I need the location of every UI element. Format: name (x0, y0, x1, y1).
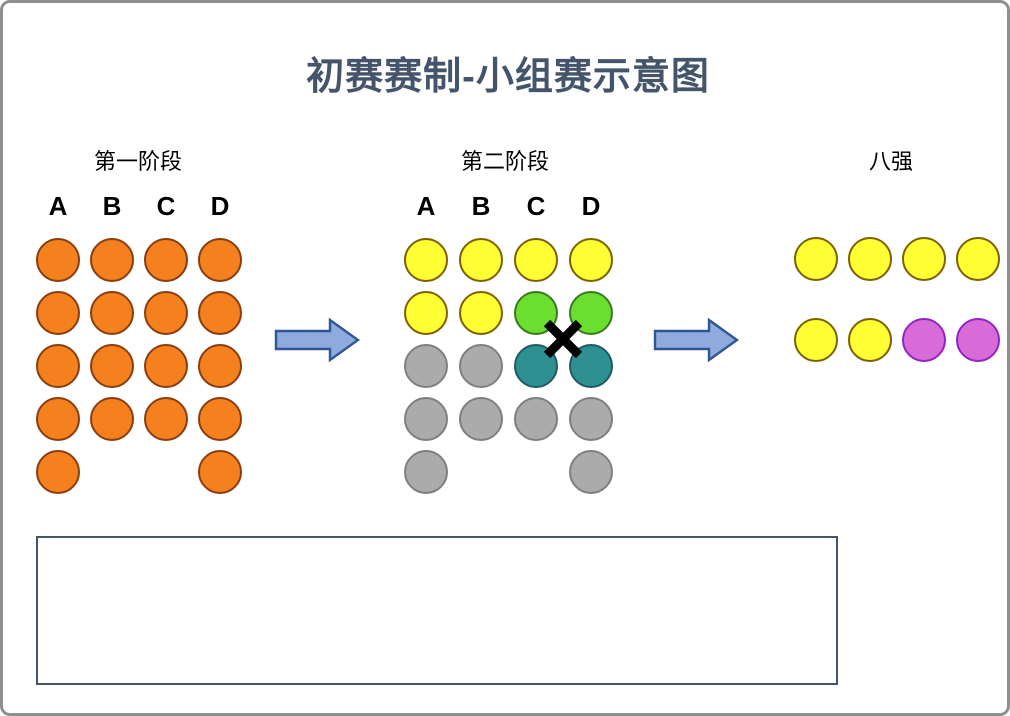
player-circle-gray (404, 344, 448, 388)
player-circle-orange (36, 450, 80, 494)
column-header: B (471, 191, 491, 221)
player-circle-gray (569, 450, 613, 494)
stage-label-second: 第二阶段 (460, 149, 549, 174)
player-circle-yellow (956, 237, 1000, 281)
player-circle-orange (90, 397, 134, 441)
player-circle-yellow (514, 238, 558, 282)
legend-box: 小组第一和排名前2的小组第二排名后2的小组第二排名前2的小组第三淘汰 (36, 536, 838, 685)
player-circle-gray (459, 344, 503, 388)
column-header: A (48, 191, 68, 221)
player-circle-yellow (794, 237, 838, 281)
player-circle-orange (90, 344, 134, 388)
player-circle-gray (404, 397, 448, 441)
column-header: D (581, 191, 601, 221)
player-circle-orange (144, 344, 188, 388)
player-circle-orange (198, 291, 242, 335)
player-circle-yellow (794, 318, 838, 362)
player-circle-yellow (848, 237, 892, 281)
player-circle-yellow (902, 237, 946, 281)
stage-label-top8: 八强 (868, 149, 913, 174)
player-circle-orange (144, 291, 188, 335)
player-circle-orange (36, 397, 80, 441)
player-circle-yellow (404, 238, 448, 282)
column-header: C (156, 191, 176, 221)
player-circle-orange (36, 344, 80, 388)
player-circle-yellow (569, 238, 613, 282)
player-circle-orange (36, 291, 80, 335)
column-header: A (416, 191, 436, 221)
player-circle-orange (90, 238, 134, 282)
player-circle-magenta (902, 318, 946, 362)
player-circle-orange (90, 291, 134, 335)
column-header: B (102, 191, 122, 221)
arrow-right-icon (653, 318, 739, 362)
player-circle-gray (569, 397, 613, 441)
player-circle-orange (198, 397, 242, 441)
player-circle-orange (144, 238, 188, 282)
player-circle-gray (459, 397, 503, 441)
player-circle-yellow (404, 291, 448, 335)
player-circle-gray (404, 450, 448, 494)
column-header: C (526, 191, 546, 221)
player-circle-yellow (459, 238, 503, 282)
arrow-right-icon (274, 318, 360, 362)
player-circle-orange (198, 344, 242, 388)
player-circle-yellow (848, 318, 892, 362)
player-circle-gray (514, 397, 558, 441)
stage-label-first: 第一阶段 (93, 149, 182, 174)
column-header: D (210, 191, 230, 221)
player-circle-magenta (956, 318, 1000, 362)
player-circle-yellow (459, 291, 503, 335)
player-circle-orange (144, 397, 188, 441)
player-circle-orange (198, 238, 242, 282)
page-title: 初赛赛制-小组赛示意图 (306, 56, 710, 98)
player-circle-orange (198, 450, 242, 494)
x-mark-icon (544, 320, 582, 358)
player-circle-orange (36, 238, 80, 282)
